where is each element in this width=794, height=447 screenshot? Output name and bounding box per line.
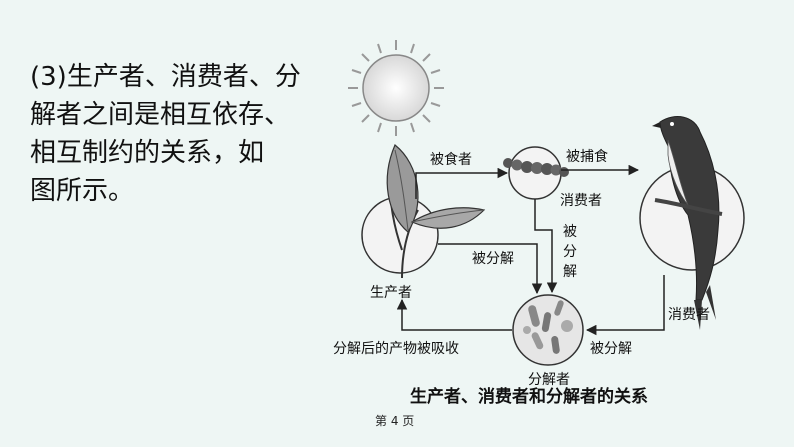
producer-label: 生产者: [370, 285, 412, 301]
label-eaten: 被食者: [430, 151, 472, 168]
consumer1-label: 消费者: [560, 193, 602, 209]
arrow-producer-to-consumer1: [415, 167, 509, 199]
body-paragraph: (3)生产者、消费者、分 解者之间是相互依存、 相互制约的关系，如 图所示。: [30, 62, 301, 206]
page-number: 第 4 页: [375, 414, 415, 428]
swallow-bird-icon: [652, 116, 723, 330]
label-absorbed: 分解后的产物被吸收: [333, 341, 459, 357]
plant-icon: [386, 144, 486, 279]
arrow-decomposer-to-producer: [396, 298, 512, 331]
arrow-consumer2-to-decomposer: [585, 275, 665, 336]
diagram-caption: 生产者、消费者和分解者的关系: [410, 387, 648, 407]
label-decomposed-v1: 被: [563, 224, 577, 240]
arrow-producer-to-decomposer: [438, 243, 543, 295]
arrow-consumer1-to-decomposer: [534, 199, 558, 294]
consumer2-label: 消费者: [668, 307, 710, 323]
label-decomposed-v2: 分: [563, 244, 577, 260]
label-decomposed-bird: 被分解: [590, 341, 632, 357]
microbe-icon: [523, 300, 573, 354]
label-decomposed-v3: 解: [563, 264, 577, 280]
label-caught: 被捕食: [566, 148, 608, 165]
label-decomposed-producer: 被分解: [472, 251, 514, 267]
sun-icon: [348, 40, 444, 136]
decomposer-label: 分解者: [528, 372, 570, 388]
